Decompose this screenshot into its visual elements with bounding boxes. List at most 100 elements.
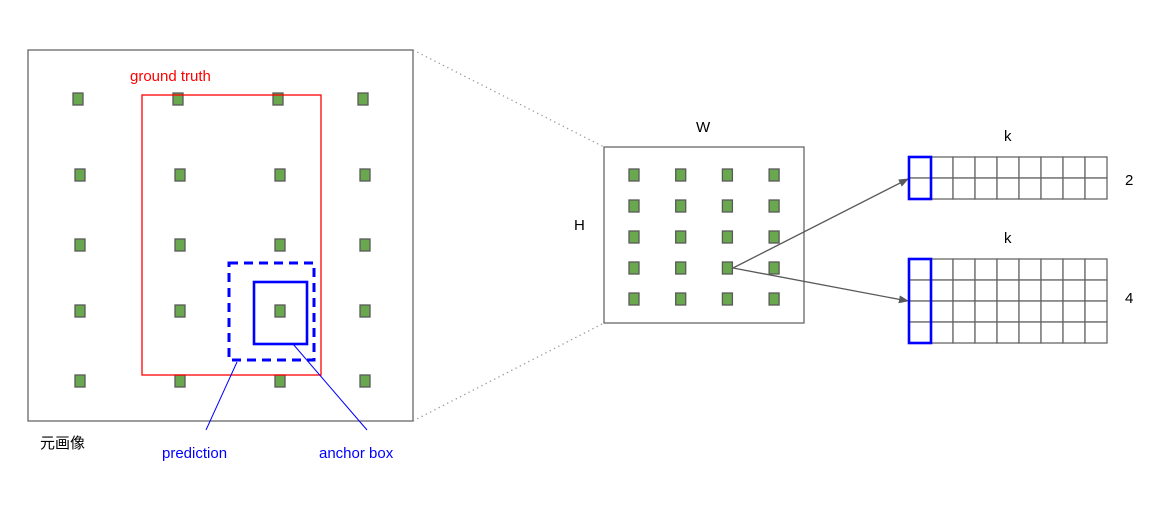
anchor-point bbox=[359, 374, 371, 388]
anchor-point bbox=[359, 238, 371, 252]
feature-point bbox=[675, 292, 687, 306]
grid-cell bbox=[930, 258, 954, 281]
grid-cell bbox=[974, 156, 998, 179]
anchor-point bbox=[74, 168, 86, 182]
grid-cell bbox=[1040, 300, 1064, 323]
feature-point bbox=[768, 168, 780, 182]
grid-cell bbox=[952, 279, 976, 302]
highlighted-anchor-column bbox=[907, 155, 933, 201]
grid-cell bbox=[908, 177, 932, 200]
grid-cell bbox=[930, 156, 954, 179]
feature-point bbox=[675, 230, 687, 244]
feature-point bbox=[675, 168, 687, 182]
feature-point bbox=[675, 199, 687, 213]
feature-point bbox=[721, 168, 734, 182]
feature-point bbox=[675, 261, 687, 275]
feature-map-anchor-points bbox=[628, 168, 780, 306]
grid-cell bbox=[908, 258, 932, 281]
k-label-top: k bbox=[1004, 128, 1012, 145]
feature-point bbox=[628, 199, 640, 213]
grid-cell bbox=[974, 321, 998, 344]
grid-cell bbox=[952, 177, 976, 200]
ground-truth-box bbox=[141, 94, 322, 376]
grid-cell bbox=[930, 300, 954, 323]
grid-cell bbox=[1084, 156, 1108, 179]
prediction-leader-line bbox=[205, 361, 238, 431]
grid-cell bbox=[1084, 279, 1108, 302]
grid-cell bbox=[952, 258, 976, 281]
grid-cell bbox=[974, 177, 998, 200]
grid-cell bbox=[996, 279, 1020, 302]
grid-cell bbox=[1062, 258, 1086, 281]
anchor-point bbox=[274, 374, 286, 388]
grid-cell bbox=[1040, 156, 1064, 179]
anchor-point bbox=[274, 168, 286, 182]
anchor-point bbox=[74, 304, 86, 318]
regression-channels-label: 4 bbox=[1125, 290, 1133, 307]
feature-point bbox=[721, 261, 734, 275]
grid-cell bbox=[996, 300, 1020, 323]
projection-line-bottom bbox=[412, 322, 605, 422]
anchor-point bbox=[359, 168, 371, 182]
grid-cell bbox=[930, 279, 954, 302]
regression-output-grid bbox=[907, 257, 1108, 345]
grid-cell bbox=[908, 156, 932, 179]
grid-cell bbox=[930, 321, 954, 344]
grid-cell bbox=[908, 300, 932, 323]
feature-point bbox=[721, 292, 734, 306]
original-image: ground truth prediction anchor box 元画像 bbox=[27, 49, 414, 462]
anchor-point bbox=[74, 374, 86, 388]
classification-channels-label: 2 bbox=[1125, 172, 1133, 189]
grid-cell bbox=[1018, 279, 1042, 302]
grid-cell bbox=[974, 300, 998, 323]
grid-cell bbox=[996, 258, 1020, 281]
anchor-point bbox=[274, 304, 286, 318]
anchor-point bbox=[359, 304, 371, 318]
grid-cell bbox=[1062, 156, 1086, 179]
anchor-point bbox=[274, 238, 286, 252]
grid-cell bbox=[974, 279, 998, 302]
feature-point bbox=[628, 261, 640, 275]
feature-point bbox=[628, 230, 640, 244]
grid-cell bbox=[1084, 177, 1108, 200]
grid-cell bbox=[1084, 300, 1108, 323]
anchor-box-label: anchor box bbox=[319, 445, 394, 462]
feature-width-label: W bbox=[696, 119, 711, 136]
feature-point bbox=[628, 292, 640, 306]
feature-point bbox=[768, 230, 780, 244]
grid-cell bbox=[1062, 279, 1086, 302]
anchor-point bbox=[272, 92, 284, 106]
grid-cell bbox=[1018, 321, 1042, 344]
anchor-point bbox=[174, 238, 186, 252]
grid-cell bbox=[952, 300, 976, 323]
feature-point bbox=[768, 261, 780, 275]
grid-cell bbox=[996, 321, 1020, 344]
feature-point bbox=[768, 199, 780, 213]
anchor-point bbox=[72, 92, 84, 106]
anchor-point bbox=[174, 374, 186, 388]
grid-cell bbox=[1018, 156, 1042, 179]
grid-cell bbox=[1062, 177, 1086, 200]
grid-cell bbox=[996, 177, 1020, 200]
anchor-point bbox=[174, 304, 186, 318]
anchor-point bbox=[174, 168, 186, 182]
arrow-to-classification bbox=[732, 178, 909, 269]
anchor-box-leader-line bbox=[292, 343, 368, 431]
grid-cell bbox=[1062, 300, 1086, 323]
grid-cell bbox=[1018, 258, 1042, 281]
grid-cell bbox=[908, 279, 932, 302]
grid-cell bbox=[1040, 279, 1064, 302]
grid-cell bbox=[1040, 258, 1064, 281]
original-image-frame bbox=[27, 49, 414, 422]
grid-cell bbox=[1084, 258, 1108, 281]
grid-cell bbox=[974, 258, 998, 281]
k-label-bottom: k bbox=[1004, 230, 1012, 247]
grid-cell bbox=[996, 156, 1020, 179]
grid-cell bbox=[1018, 177, 1042, 200]
grid-cell bbox=[908, 321, 932, 344]
prediction-box bbox=[227, 261, 316, 362]
grid-cell bbox=[952, 156, 976, 179]
grid-cell bbox=[1018, 300, 1042, 323]
feature-map-frame bbox=[603, 146, 805, 324]
